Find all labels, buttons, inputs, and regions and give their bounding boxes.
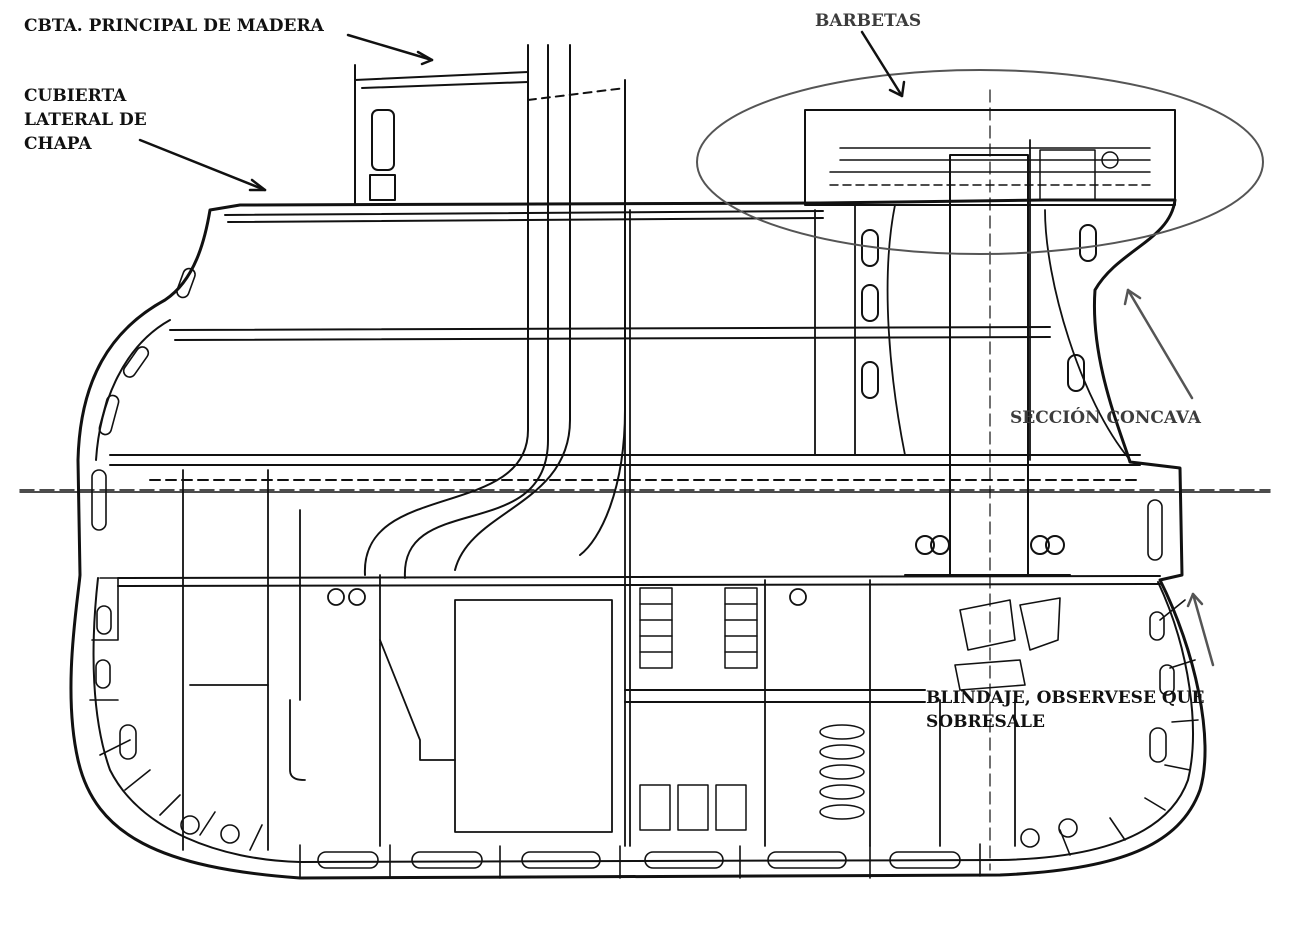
armor-arrow: [1186, 592, 1215, 667]
main-deck-label: CBTA. PRINCIPAL DE MADERA: [24, 16, 324, 36]
bottom-lightening-holes: [91, 267, 1175, 869]
side-deck-label-line-3: CHAPA: [24, 134, 92, 154]
barbettes-arrow: [860, 30, 906, 98]
concave-section-label: SECCIÓN CONCAVA: [1010, 408, 1201, 428]
bulkheads: [182, 139, 1031, 851]
hull-frames: [89, 267, 1199, 879]
waterline: [19, 489, 1271, 493]
hull-outline: [69, 198, 1207, 880]
shell-racks: [639, 587, 865, 831]
barbettes-label: BARBETAS: [815, 11, 922, 31]
barbettes-highlight-ellipse: [696, 69, 1264, 255]
side-deck-label-line-1: CUBIERTA: [24, 86, 127, 106]
callout-arrows: [138, 30, 1215, 667]
side-deck-label: CUBIERTA LATERAL DE CHAPA: [24, 84, 147, 156]
uptake-trunk: [354, 44, 626, 579]
compartments: [289, 509, 865, 833]
side-deck-arrow: [138, 138, 267, 192]
side-deck-label-line-2: LATERAL DE: [24, 110, 147, 130]
barbette-structure: [804, 89, 1176, 871]
armor-label-line-2: SOBRESALE: [926, 712, 1045, 732]
armor-label-line-1: BLINDAJE, OBSERVESE QUE: [926, 688, 1205, 708]
main-deck-arrow: [346, 33, 434, 66]
concave-section-arrow: [1123, 288, 1194, 400]
armor-label: BLINDAJE, OBSERVESE QUE SOBRESALE: [926, 686, 1204, 734]
